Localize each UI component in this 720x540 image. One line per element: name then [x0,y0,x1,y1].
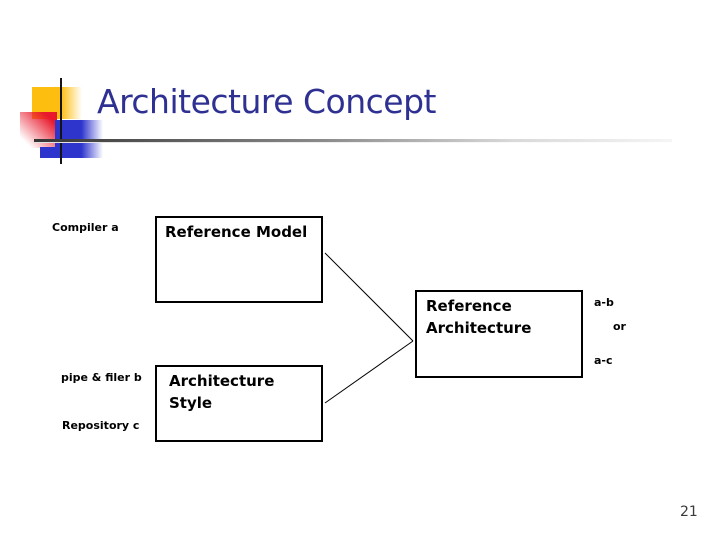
slide-title: Architecture Concept [97,82,437,121]
box-reference-model: Reference Model [155,216,323,303]
box-reference-architecture: Reference Architecture [415,290,583,378]
box-reference-model-label: Reference Model [165,223,308,241]
box-architecture-style-label: Architecture Style [169,372,275,412]
title-divider [34,139,672,143]
page-number: 21 [680,504,698,520]
label-a-b: a-b [594,296,614,309]
decoration-blue-square-small [40,147,64,158]
decoration-vertical-line [60,78,62,164]
box-reference-architecture-label: Reference Architecture [426,297,532,337]
label-pipe-filer-b: pipe & filer b [61,371,142,384]
connector-line-bottom [324,340,414,404]
label-or: or [613,320,626,333]
label-repository-c: Repository c [62,419,140,432]
label-compiler-a: Compiler a [52,221,119,234]
box-architecture-style: Architecture Style [155,365,323,442]
connector-line-top [324,252,414,342]
label-a-c: a-c [594,354,613,367]
